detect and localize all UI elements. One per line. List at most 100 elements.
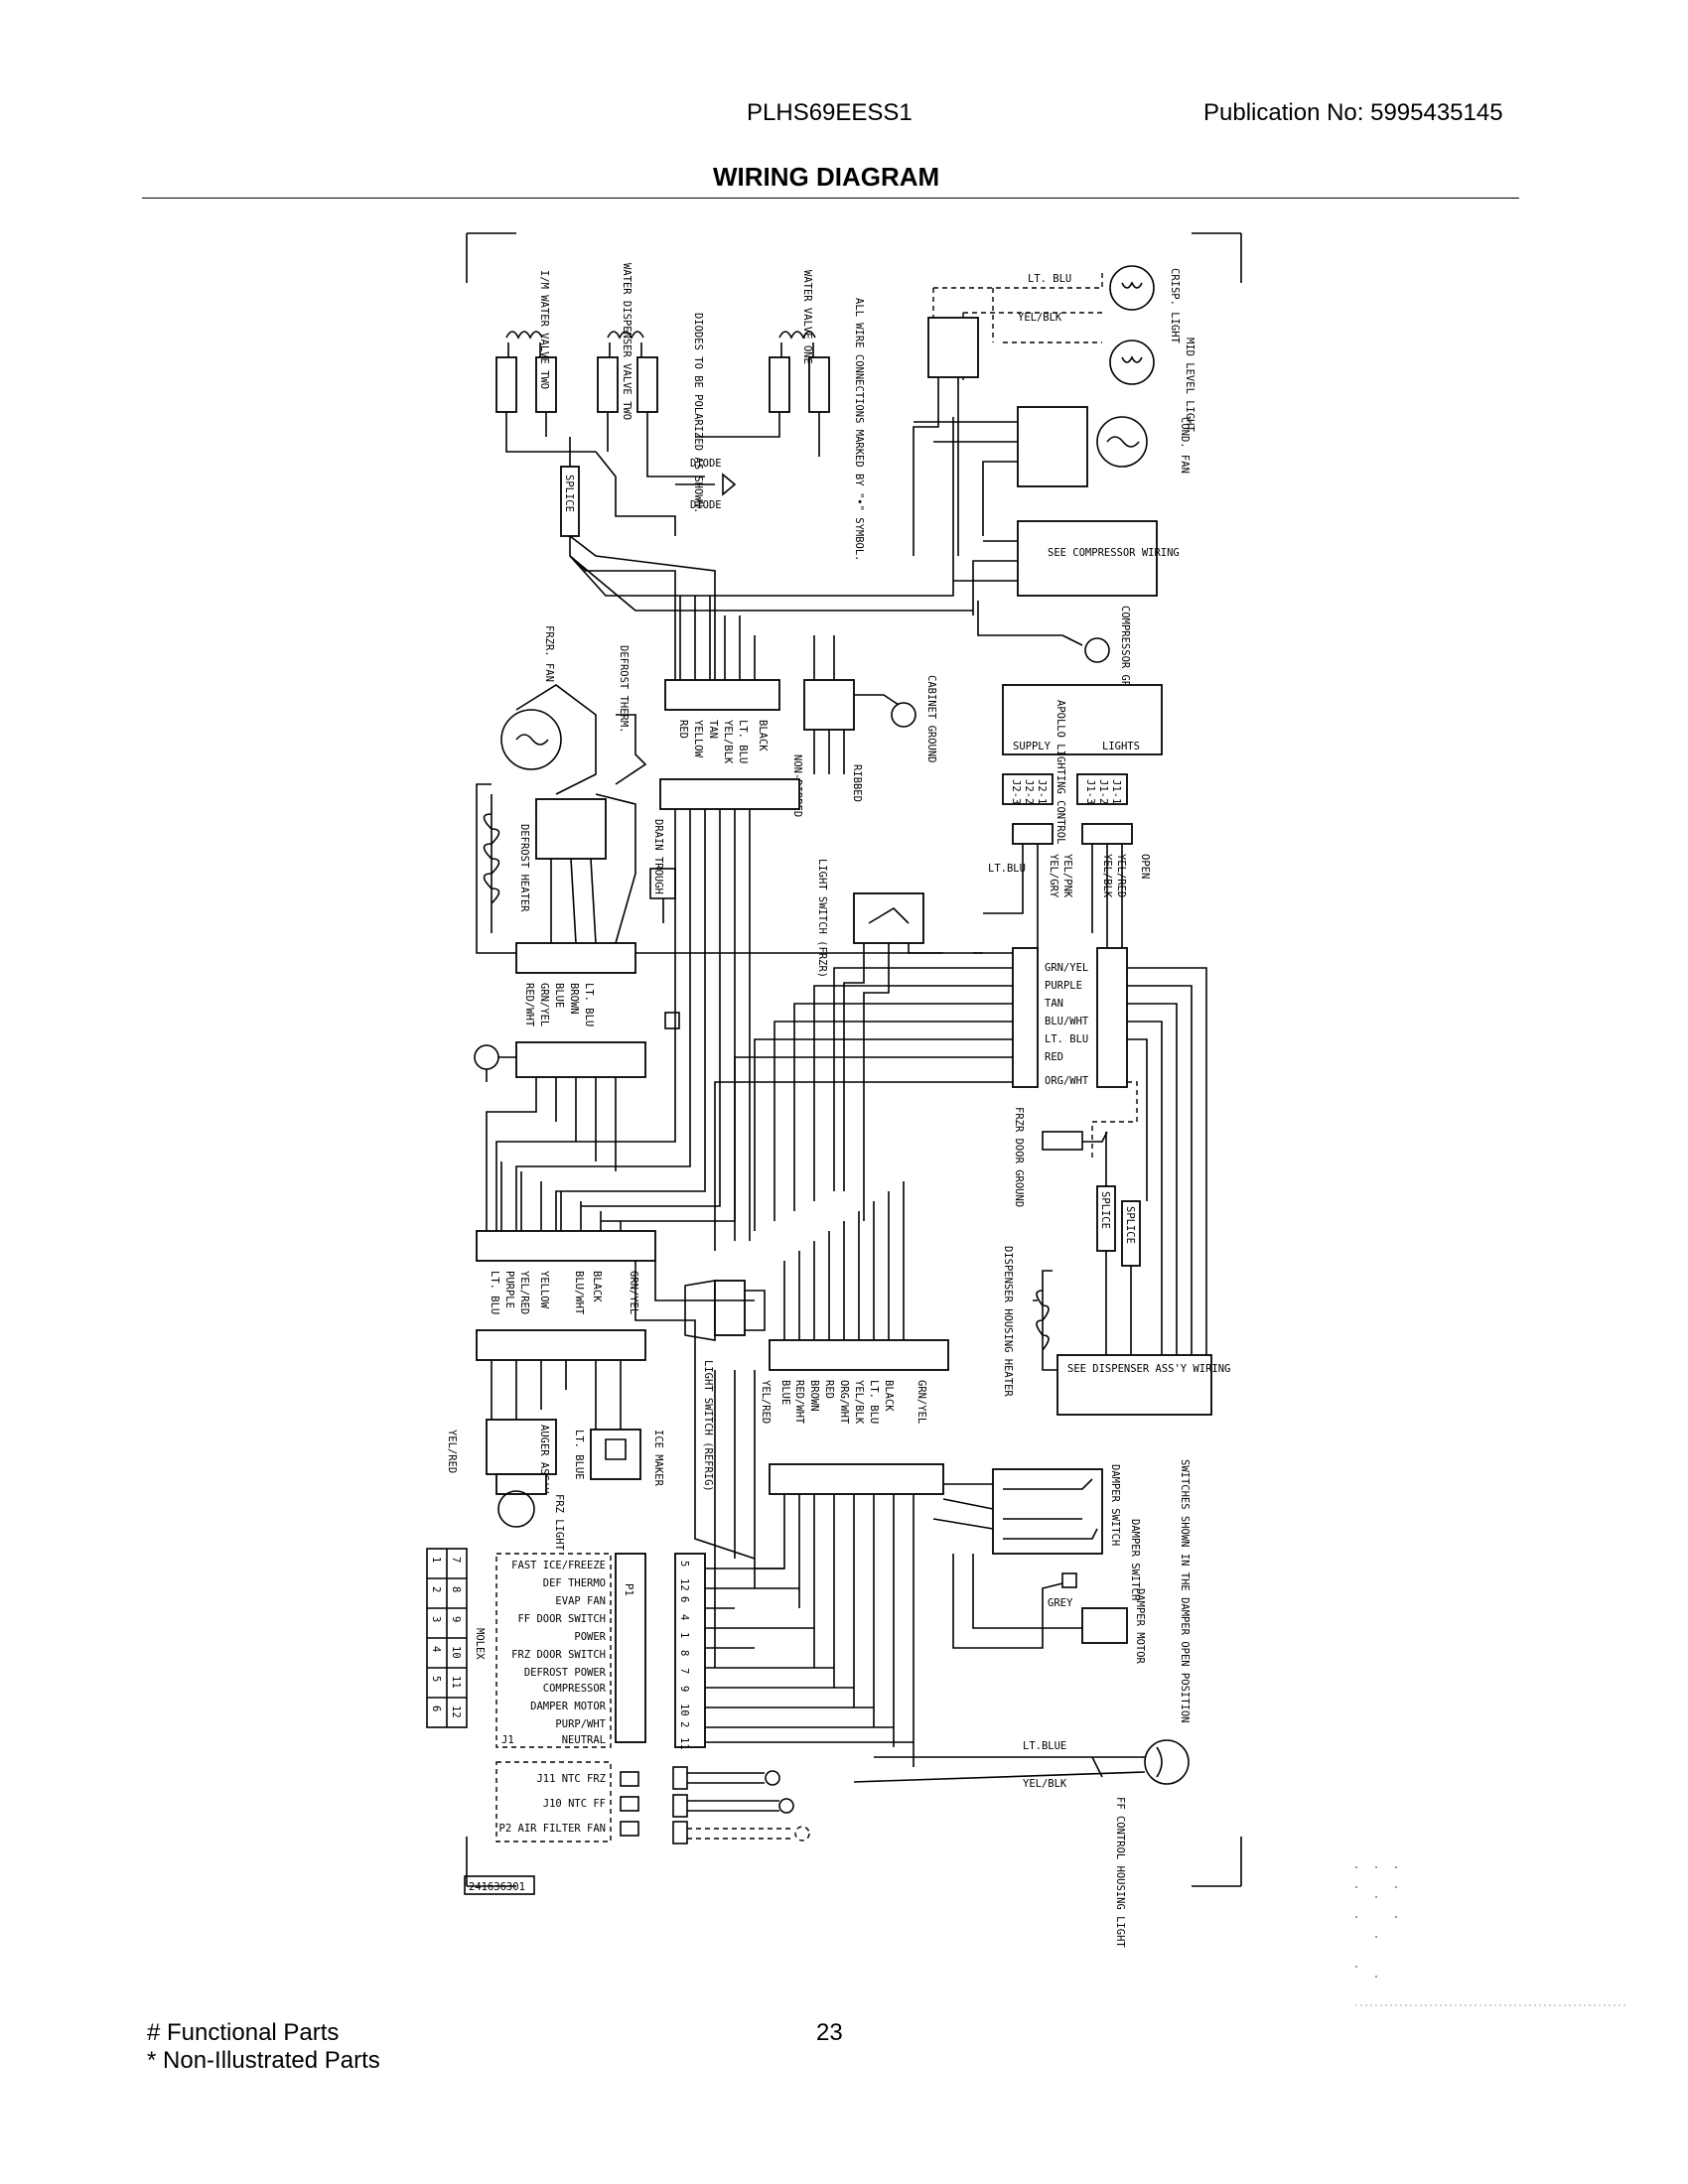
wire-label: PURPLE (1045, 980, 1082, 992)
apollo-label: APOLLO LIGHTING CONTROL (1055, 700, 1066, 844)
p1-connector (615, 1553, 646, 1743)
light-switch-refrig: LIGHT SWITCH (REFRIG) (684, 1280, 766, 1492)
j2-plug (1012, 823, 1054, 845)
ff-control-housing-light-bulb (1144, 1739, 1190, 1785)
wire-label: YELLOW (538, 1271, 550, 1309)
molex-pin: 5 (430, 1676, 442, 1682)
pin-numbers: 5 12 6 4 1 8 7 9 10 2 11 (678, 1561, 690, 1750)
pin-label: J1-1 (1110, 779, 1122, 804)
pin-label: J1-2 (1097, 779, 1109, 804)
faint-marks (1355, 1866, 1628, 2006)
pin-label: J2-1 (1036, 779, 1048, 804)
pin-label: J1-3 (1084, 779, 1096, 804)
ice-maker-connector (476, 1329, 646, 1361)
function-label: DEFROST POWER (524, 1667, 607, 1679)
grey-terminal (1061, 1572, 1077, 1588)
wire-label: YEL/RED (446, 1430, 458, 1473)
defrost-heater-label: DEFROST HEATER (518, 824, 530, 912)
drain-trough-label: DRAIN TROUGH (652, 819, 664, 894)
pin-number: 2 (678, 1721, 690, 1727)
pin-number: 8 (678, 1650, 690, 1656)
mid-level-light-bulb (1109, 340, 1155, 385)
function-list-frame (495, 1553, 612, 1748)
wire-label: RED/WHT (793, 1380, 805, 1425)
frz-light-bulb (497, 1490, 535, 1528)
dispenser-wiring-box (1056, 1354, 1212, 1416)
drawing-number-box (464, 1875, 535, 1895)
ntc-frz-sensor-icon (765, 1770, 780, 1786)
function-label: NEUTRAL (562, 1734, 606, 1746)
molex-pin: 10 (450, 1646, 462, 1659)
wire-label: BLUE (779, 1380, 791, 1405)
pin-number: 11 (678, 1737, 690, 1750)
air-filter-terminal (620, 1821, 639, 1837)
wire-label: YEL/RED (1115, 854, 1127, 897)
wire-label: LT. BLU (1045, 1033, 1088, 1045)
light-switch-refrig-label: LIGHT SWITCH (REFRIG) (702, 1360, 714, 1492)
supply-label: SUPPLY (1013, 741, 1052, 752)
functional-parts-note: # Functional Parts (147, 2019, 340, 2046)
wire-label: BLACK (757, 720, 769, 751)
damper-switch-box (992, 1468, 1103, 1555)
apollo-lighting-control: APOLLO LIGHTING CONTROL SUPPLY LIGHTS J2… (973, 684, 1163, 954)
wire-label: BLU/WHT (573, 1271, 585, 1315)
light-switch-frzr-label: LIGHT SWITCH (FRZR) (816, 859, 828, 978)
auger-base (495, 1473, 547, 1495)
function-label: DEF THERMO (543, 1577, 606, 1589)
sensor-plug-3 (672, 1821, 688, 1844)
im-water-valve-two (495, 331, 596, 453)
wire-label: GRN/YEL (538, 983, 550, 1026)
molex-pin: 6 (430, 1706, 442, 1711)
ntc-label: P2 AIR FILTER FAN (499, 1823, 606, 1835)
light-switch-frzr: LIGHT SWITCH (FRZR) (816, 859, 983, 1221)
diode-label-bottom: DIODE (690, 499, 722, 511)
pin-number: 4 (678, 1614, 690, 1620)
frz-light-label: FRZ LIGHT (553, 1494, 565, 1552)
lt-blu-top-label: LT. BLU (1028, 273, 1071, 285)
frzr-door-ground-label: FRZR DOOR GROUND (1013, 1107, 1025, 1207)
pin-header (674, 1553, 706, 1748)
yel-blk-top-label: YEL/BLK (1018, 312, 1062, 324)
ribbed-label: RIBBED (851, 764, 863, 802)
diodes-note: DIODES TO BE POLARIZED AS SHOWN. (692, 313, 704, 513)
ntc-ff-terminal (620, 1796, 639, 1812)
control-board: 1 7 2 8 3 9 4 10 5 11 6 12 MOLEX FAST IC… (426, 1548, 914, 1895)
lower-defrost-connector (515, 942, 636, 974)
header-rule (142, 198, 1519, 199)
function-label: FRZ DOOR SWITCH (511, 1649, 606, 1661)
wire-label: YEL/PNK (1061, 854, 1073, 898)
pin-number: 12 (678, 1578, 690, 1591)
page-title: WIRING DIAGRAM (713, 162, 940, 192)
compressor-wiring-box (1017, 520, 1158, 597)
function-label: COMPRESSOR (543, 1683, 607, 1695)
pin-number: 7 (678, 1668, 690, 1674)
function-label: EVAP FAN (555, 1595, 606, 1607)
defrost-connector (535, 798, 607, 860)
freezer-fan-defrost: FRZR. FAN DEFROST THERM. DEFROST HEATER … (474, 625, 943, 1171)
pin-label: J2-2 (1023, 779, 1035, 804)
upper-center-connectors: CABINET GROUND RIBBED NON-RIBBED RED YEL… (652, 596, 937, 1161)
small-marker (664, 1012, 680, 1029)
wire-label: YEL/BLK (1101, 854, 1113, 898)
pin-number: 6 (678, 1596, 690, 1602)
damper-switch-label-1: DAMPER SWITCH (1109, 1464, 1121, 1546)
molex-pin: 4 (430, 1646, 442, 1652)
water-valve-one-label: WATER VALVE ONE (801, 270, 813, 364)
wire-label: BROWN (568, 983, 580, 1015)
molex-pin: 3 (430, 1616, 442, 1622)
cond-fan-connector (1017, 406, 1088, 487)
damper-switch-label-2: DAMPER SWITCH (1129, 1519, 1141, 1600)
wire-label: RED/WHT (523, 983, 535, 1027)
cabinet-ground-label: CABINET GROUND (925, 675, 937, 763)
diode-label-top: DIODE (690, 458, 722, 470)
function-label: FAST ICE/FREEZE (511, 1560, 606, 1571)
ntc-frz-terminal (620, 1771, 639, 1787)
frzr-fan-label: FRZR. FAN (543, 625, 555, 682)
wire-label: LT. BLU (737, 720, 749, 763)
water-dispenser-valve-two (597, 331, 705, 478)
defrost-therm-label: DEFROST THERM. (618, 645, 630, 734)
connections-note: ALL WIRE CONNECTIONS MARKED BY "•" SYMBO… (853, 298, 865, 562)
wire-label: GRN/YEL (1045, 962, 1088, 974)
sensor-plug-2 (672, 1794, 688, 1818)
frzr-door-ground-block (1042, 1131, 1083, 1151)
